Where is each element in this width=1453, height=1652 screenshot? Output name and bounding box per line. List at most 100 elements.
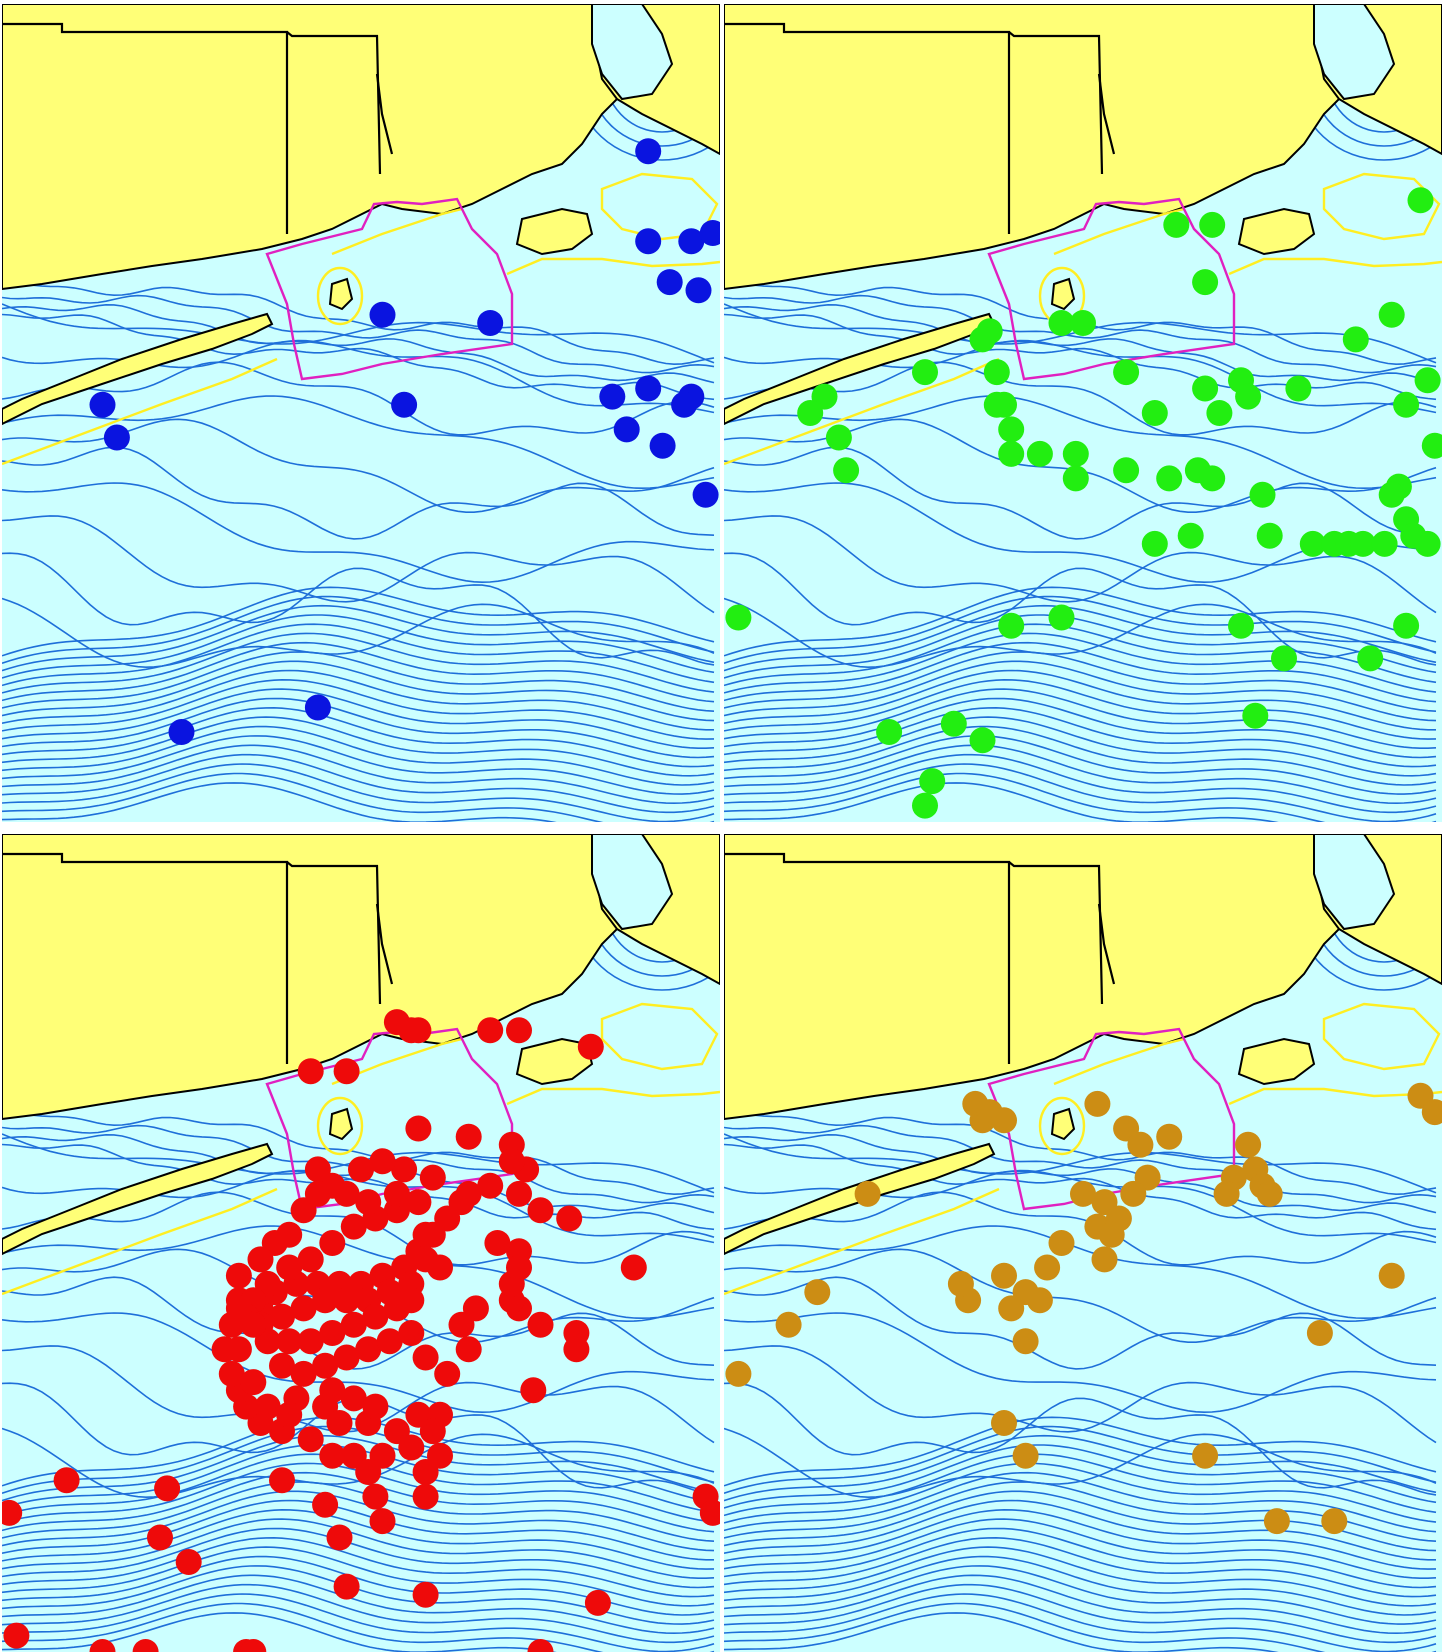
observation-marker: [1421, 432, 1442, 459]
observation-marker: [991, 1262, 1017, 1289]
map-panel-bottom-left: [2, 834, 720, 1652]
observation-marker: [1062, 465, 1089, 492]
land-mass: [724, 312, 996, 426]
map-panel-top-right: [724, 4, 1442, 822]
observation-marker: [455, 1123, 482, 1150]
contour-line: [724, 361, 1437, 436]
land-mass: [515, 207, 594, 256]
contour-line: [724, 1593, 1437, 1652]
contour-line: [724, 586, 1437, 657]
observation-marker: [876, 719, 903, 745]
yellow-boundary-line: [2, 1187, 278, 1296]
observation-marker: [369, 1148, 396, 1175]
contour-line: [2, 1471, 715, 1533]
yellow-boundary-line: [331, 207, 463, 256]
observation-marker: [1421, 1099, 1442, 1126]
observation-marker: [326, 1524, 353, 1551]
contour-line: [2, 660, 715, 722]
bay-water: [591, 4, 674, 101]
observation-marker: [998, 612, 1025, 639]
observation-marker: [376, 1328, 403, 1355]
contour-line: [724, 294, 1437, 374]
magenta-boundary: [987, 197, 1236, 381]
contour-line: [2, 1481, 715, 1542]
observation-marker: [1084, 1090, 1111, 1117]
observation-marker: [254, 1393, 281, 1420]
contour-line: [724, 782, 1279, 822]
observation-marker: [1199, 211, 1226, 238]
marker-layer: [2, 1009, 720, 1652]
contour-line: [2, 678, 715, 740]
contour-line: [724, 604, 1437, 672]
observation-marker: [132, 1639, 159, 1652]
contour-line: [2, 273, 715, 366]
observation-marker: [154, 1475, 181, 1502]
contour-line: [2, 688, 715, 749]
observation-marker: [527, 1639, 554, 1652]
contour-line: [724, 1574, 1437, 1635]
observation-marker: [1256, 1180, 1283, 1207]
observation-marker: [225, 1262, 252, 1289]
observation-marker: [1378, 481, 1405, 508]
contour-line: [724, 1382, 1437, 1496]
contour-line: [2, 735, 715, 795]
observation-marker: [218, 1311, 245, 1338]
observation-marker: [477, 1017, 504, 1044]
contour-line: [724, 1191, 1437, 1266]
land-mass: [2, 312, 274, 426]
bay-water: [1313, 834, 1396, 931]
observation-marker: [1113, 359, 1140, 386]
observation-marker: [919, 768, 946, 795]
observation-marker: [1156, 1123, 1183, 1150]
observation-marker: [405, 1189, 432, 1216]
bay-water: [1313, 4, 1396, 101]
contour-line: [2, 586, 715, 657]
observation-marker: [1228, 612, 1254, 639]
contour-line: [724, 1583, 1437, 1644]
observation-marker: [247, 1246, 274, 1273]
land-mass: [1237, 207, 1316, 256]
contour-line: [2, 552, 715, 666]
state-border-line: [1097, 903, 1116, 985]
depth-contours: [2, 273, 715, 822]
observation-marker: [355, 1459, 382, 1485]
observation-marker: [912, 359, 938, 386]
observation-marker: [1271, 645, 1297, 672]
island: [328, 1107, 354, 1141]
state-border-line: [2, 852, 289, 1064]
contour-line: [724, 1434, 1437, 1502]
observation-marker: [1414, 367, 1441, 394]
state-border-line: [724, 852, 1011, 1064]
observation-marker: [635, 138, 662, 165]
contour-line: [724, 1481, 1437, 1542]
observation-marker: [940, 710, 967, 737]
yellow-boundary-zone: [600, 1002, 719, 1071]
observation-marker: [1034, 1254, 1061, 1281]
observation-marker: [1235, 383, 1262, 410]
contour-line: [724, 1425, 1437, 1494]
observation-marker: [1012, 1442, 1039, 1469]
observation-marker: [276, 1328, 303, 1355]
contour-line: [2, 303, 715, 384]
contour-line: [2, 1276, 715, 1370]
observation-marker: [3, 1622, 30, 1649]
contour-line: [724, 753, 1437, 814]
observation-marker: [290, 1295, 317, 1322]
contour-line: [724, 1133, 1437, 1194]
contour-line: [724, 1490, 1437, 1552]
observation-marker: [398, 1434, 425, 1461]
observation-marker: [1256, 522, 1283, 549]
yellow-boundary-zone: [1038, 1096, 1086, 1156]
observation-marker: [225, 1336, 252, 1363]
observation-marker: [1242, 702, 1269, 729]
map-canvas: [724, 834, 1442, 1652]
contour-line: [724, 772, 1437, 822]
state-borders: [2, 852, 394, 1064]
observation-marker: [775, 1311, 802, 1338]
contour-line: [2, 1508, 715, 1570]
observation-marker: [635, 228, 662, 255]
observation-marker: [613, 416, 640, 443]
contour-line: [724, 623, 1437, 687]
observation-marker: [969, 727, 996, 754]
observation-marker: [506, 1180, 532, 1207]
